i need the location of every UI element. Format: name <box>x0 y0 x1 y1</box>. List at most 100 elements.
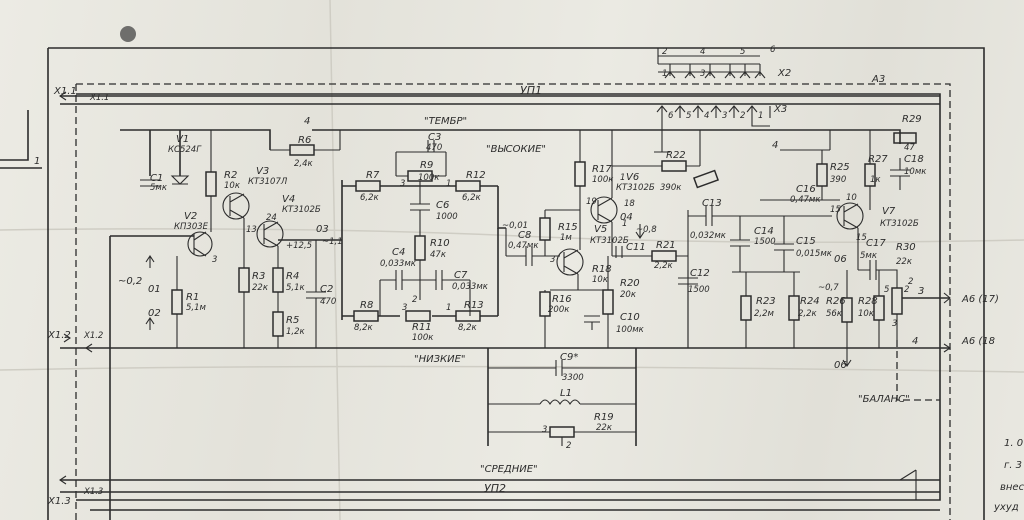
x1-1-label: X1.1 <box>89 93 109 103</box>
board-inner-frame <box>76 93 941 501</box>
paper-crease <box>329 0 341 520</box>
capacitor-c9 <box>488 360 636 376</box>
label-c16: C16 <box>796 184 816 195</box>
connector-arrow <box>59 91 67 101</box>
ground-symbol <box>654 118 670 153</box>
label-c2: C2 <box>320 284 333 295</box>
label-c18: C18 <box>904 154 924 165</box>
probe-arrow <box>635 224 645 239</box>
connector-x2: 2 4 5 6 1 3 X2 <box>657 45 791 79</box>
value-c14: 1500 <box>754 237 776 247</box>
value-c18: 10мк <box>904 167 927 177</box>
resistor-r1 <box>171 289 183 315</box>
resistor-r17 <box>574 161 586 187</box>
value-r22: 390к <box>660 183 682 193</box>
balance-potentiometer <box>891 287 903 315</box>
value-r11: 100к <box>412 333 434 343</box>
capacitor-c12 <box>678 270 698 348</box>
label-r23: R23 <box>756 296 776 307</box>
value-c10: 100мк <box>616 325 645 335</box>
pin-label: 18 <box>624 199 635 209</box>
pin-label: 1 <box>622 219 627 229</box>
node-label: 04 <box>620 212 633 223</box>
wire <box>379 280 471 316</box>
pin-label: 3 <box>400 179 405 189</box>
wire <box>243 292 279 348</box>
pin-label: 24 <box>266 213 277 223</box>
label-r21: R21 <box>656 240 676 251</box>
resistor-r4 <box>272 267 284 293</box>
x2-pin: 4 <box>700 47 705 57</box>
resistor-r8 <box>353 310 379 322</box>
resistor-r7 <box>355 180 381 192</box>
board-a3-frame <box>75 83 951 520</box>
label-c10: C10 <box>620 312 640 323</box>
capacitor-c1 <box>140 179 160 187</box>
pin-label: 5 <box>884 285 889 295</box>
value-r26: 56к <box>826 309 843 319</box>
bus-x1-1 <box>60 95 940 105</box>
wire <box>676 210 689 348</box>
probe-arrow <box>145 255 155 330</box>
label-v6: V6 <box>626 172 639 183</box>
voltage-label: +12,5 <box>286 241 312 251</box>
value-r17: 100к <box>592 175 614 185</box>
label-r28: R28 <box>858 296 878 307</box>
label-r11: R11 <box>412 322 432 333</box>
transistor-v7 <box>836 202 864 230</box>
x3-pin: 3 <box>722 111 727 121</box>
label-r4: R4 <box>286 271 299 282</box>
transistor-v2 <box>187 231 213 257</box>
x1-2-label: X1.2 <box>47 330 71 341</box>
label-l1: L1 <box>560 388 572 399</box>
resistor-r11 <box>405 310 431 322</box>
capacitor-c17 <box>858 260 892 280</box>
label-v2: V2 <box>184 211 197 222</box>
label-r29: R29 <box>902 114 922 125</box>
label-r15: R15 <box>558 222 578 233</box>
output-a6-18: A6 (18 <box>961 336 995 347</box>
label-c8: C8 <box>518 230 531 241</box>
capacitor-c2 <box>306 240 326 348</box>
pin-label: 3 <box>542 425 547 435</box>
connector-arrow <box>63 333 71 343</box>
value-r15: 1м <box>560 233 572 243</box>
inductor-l1 <box>488 399 636 406</box>
capacitor-c15 <box>774 216 794 272</box>
label-c15: C15 <box>796 236 816 247</box>
wire <box>342 228 499 317</box>
value-r9: 100к <box>418 173 440 183</box>
value-c8: 0,47мк <box>508 241 539 251</box>
wire <box>395 151 447 177</box>
label-r17: R17 <box>592 164 612 175</box>
connector-arrow <box>943 292 951 304</box>
value-r27: 1к <box>870 175 881 185</box>
label-r5: R5 <box>286 315 299 326</box>
resistor-r3 <box>238 267 250 293</box>
voltage-label: ~0,8 <box>636 225 657 235</box>
x2-pin: 5 <box>740 47 745 57</box>
x3-label: X3 <box>773 104 787 115</box>
resistor-r18 <box>602 289 614 315</box>
connector-arrow <box>59 475 67 485</box>
section-mid: "СРЕДНИЕ" <box>480 464 538 475</box>
label-r27: R27 <box>868 154 888 165</box>
x3-pin: 2 <box>740 111 745 121</box>
label-c14: C14 <box>754 226 774 237</box>
label-r19: R19 <box>594 412 614 423</box>
label-r22: R22 <box>666 150 686 161</box>
pin-label: 10 <box>846 193 857 203</box>
x3-pin: 4 <box>704 111 709 121</box>
output-a6-17: A6 (17) <box>961 294 999 305</box>
transistor-v4 <box>256 220 284 248</box>
value-v4: КТ3102Б <box>282 205 321 215</box>
value-r4: 5,1к <box>286 283 306 293</box>
section-high: "ВЫСОКИЕ" <box>486 144 546 155</box>
wire <box>751 118 770 127</box>
value-r3: 22к <box>252 283 269 293</box>
pin-label: 15 <box>856 233 867 243</box>
pin-label: 15 <box>830 205 841 215</box>
wire <box>149 130 181 176</box>
up1-label: УП1 <box>520 84 542 97</box>
label-v1: V1 <box>176 134 189 145</box>
